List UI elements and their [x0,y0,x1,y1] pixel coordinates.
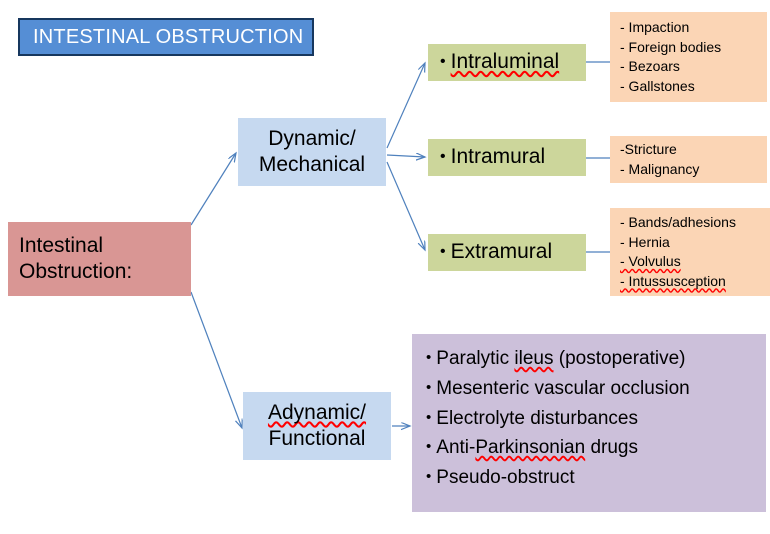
page-title-banner: INTESTINAL OBSTRUCTION [18,18,314,56]
functional-item-pre: Paralytic [436,348,515,369]
functional-item: •Anti-Parkinsonian drugs [426,433,766,463]
functional-item: •Paralytic ileus (postoperative) [426,344,766,374]
detail-item: - Gallstones [620,77,695,94]
connector-dynamic-to-intraluminal [386,63,425,149]
branch-dynamic-line-1: Dynamic/ [268,126,356,150]
detail-item: -Stricture [620,141,677,157]
root-node-line-2: Obstruction: [19,260,133,283]
connector-dynamic-to-intramural [386,155,425,157]
functional-item-post: drugs [585,437,638,459]
functional-item-flagged: Parkinsonian [475,437,586,459]
bullet-icon: • [426,378,432,396]
detail-item: - Volvulus [620,253,681,269]
functional-item-flagged: ileus [514,348,554,369]
detail-box-intramural: -Stricture - Malignancy [610,136,767,183]
branch-adynamic-line-1: Adynamic/ [267,400,367,424]
connector-root-to-adynamic [190,291,242,428]
bullet-icon: • [440,53,446,71]
functional-item-pre: Mesenteric vascular occlusion [436,377,690,399]
root-node-line-1: Intestinal [19,233,104,257]
type-intraluminal-label-row: •Intraluminal [440,49,559,75]
bullet-icon: • [426,468,432,485]
type-node-intramural: •Intramural [428,139,586,176]
bullet-icon: • [440,148,446,166]
branch-node-dynamic-mechanical: Dynamic/ Mechanical [238,118,386,186]
type-node-extramural: •Extramural [428,234,586,271]
type-intramural-label: Intramural [450,145,546,169]
connector-root-to-dynamic [190,153,236,226]
functional-item: •Mesenteric vascular occlusion [426,374,766,404]
functional-item-pre: Anti- [436,437,476,459]
functional-item-pre: Pseudo-obstruct [436,467,575,488]
functional-item-post: (postoperative) [553,348,686,369]
type-extramural-label-row: •Extramural [440,239,552,265]
bullet-icon: • [426,438,432,456]
functional-item-pre: Electrolyte disturbances [436,407,638,429]
detail-item: - Bezoars [620,58,680,74]
functional-item: •Electrolyte disturbances [426,404,766,434]
type-extramural-label: Extramural [450,240,553,264]
type-node-intraluminal: •Intraluminal [428,44,586,81]
functional-causes-box: •Paralytic ileus (postoperative) •Mesent… [412,334,766,512]
detail-item: - Foreign bodies [620,38,722,55]
detail-box-intraluminal: - Impaction - Foreign bodies - Bezoars -… [610,12,767,102]
detail-box-extramural: - Bands/adhesions - Hernia - Volvulus - … [610,208,770,296]
detail-item: - Intussusception [620,272,726,289]
detail-item: - Hernia [620,233,670,250]
bullet-icon: • [440,243,446,261]
detail-item: - Impaction [620,19,690,35]
type-intramural-label-row: •Intramural [440,144,545,170]
branch-node-adynamic-functional: Adynamic/ Functional [243,392,391,460]
functional-item: •Pseudo-obstruct [426,463,766,493]
type-intraluminal-label: Intraluminal [450,50,560,74]
connector-dynamic-to-extramural [386,161,425,250]
page-title-text: INTESTINAL OBSTRUCTION [33,25,304,48]
branch-adynamic-line-2: Functional [268,427,366,450]
bullet-icon: • [426,408,432,426]
detail-item: - Bands/adhesions [620,214,736,230]
bullet-icon: • [426,349,432,366]
detail-item: - Malignancy [620,160,700,177]
branch-dynamic-line-2: Mechanical [258,153,366,176]
root-node-intestinal-obstruction: Intestinal Obstruction: [8,222,191,296]
